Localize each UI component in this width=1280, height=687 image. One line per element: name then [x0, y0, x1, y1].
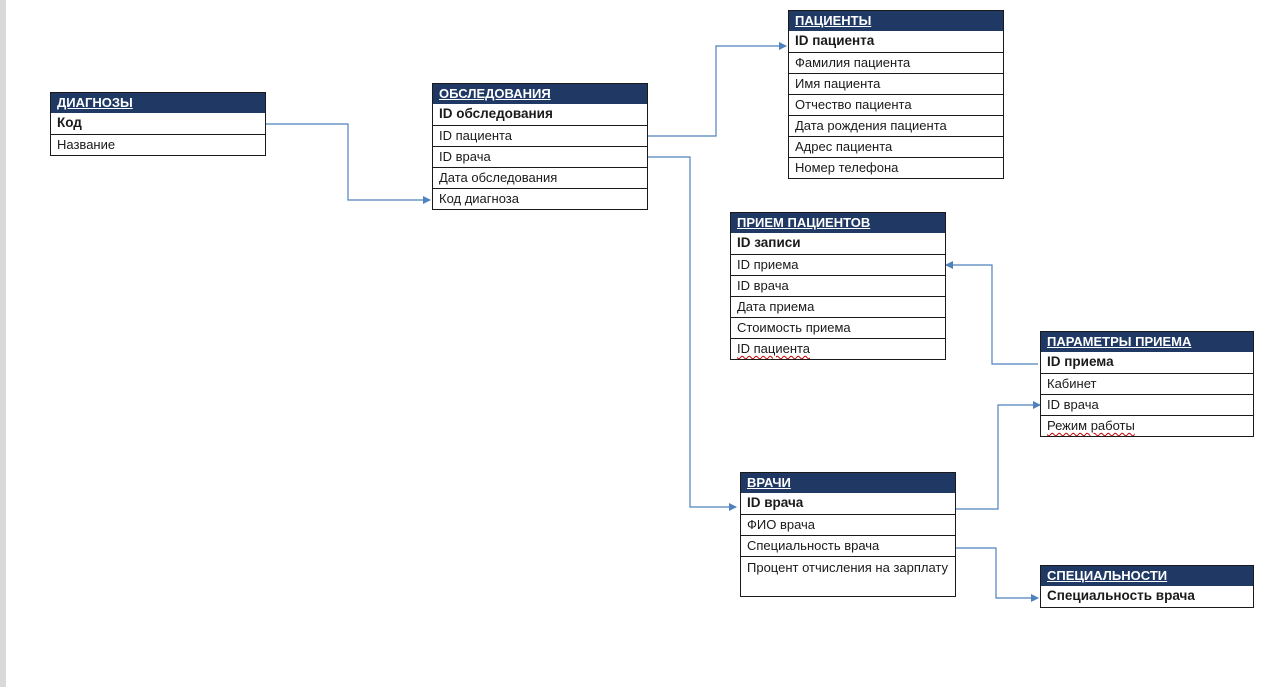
table-appointments-title: ПРИЕМ ПАЦИЕНТОВ: [731, 213, 945, 233]
link-exam-doctor-id: [648, 156, 737, 511]
field: Режим работы: [1041, 415, 1253, 436]
field-primary-key: ID пациента: [795, 33, 875, 48]
table-diagnoses-title: ДИАГНОЗЫ: [51, 93, 265, 113]
link-appointment-id: [945, 261, 1038, 365]
field: Код диагноза: [433, 188, 647, 209]
table-doctors-title: ВРАЧИ: [741, 473, 955, 493]
field: ID пациента: [731, 338, 945, 359]
field: ID врача: [731, 275, 945, 296]
spellcheck-underlined-text: Режим работы: [1047, 418, 1135, 433]
spellcheck-underlined-text: ID пациента: [737, 341, 811, 356]
field: Процент отчисления на зарплату: [741, 556, 955, 596]
field: Стоимость приема: [731, 317, 945, 338]
field-primary-key: ID обследования: [439, 106, 553, 121]
table-exams-title: ОБСЛЕДОВАНИЯ: [433, 84, 647, 104]
field: ФИО врача: [741, 514, 955, 535]
table-appointment-params: ПАРАМЕТРЫ ПРИЕМА ID приема Кабинет ID вр…: [1040, 331, 1254, 437]
field: Специальность врача: [741, 535, 955, 556]
field-primary-key: Специальность врача: [1047, 588, 1195, 603]
field: Адрес пациента: [789, 136, 1003, 157]
table-exams: ОБСЛЕДОВАНИЯ ID обследования ID пациента…: [432, 83, 648, 210]
field: Дата рождения пациента: [789, 115, 1003, 136]
field: Фамилия пациента: [789, 52, 1003, 73]
field-primary-key: ID записи: [737, 235, 801, 250]
link-patient-id: [648, 42, 787, 137]
table-appointment-params-title: ПАРАМЕТРЫ ПРИЕМА: [1041, 332, 1253, 352]
table-doctors: ВРАЧИ ID врача ФИО врача Специальность в…: [740, 472, 956, 597]
field: Дата приема: [731, 296, 945, 317]
table-appointments: ПРИЕМ ПАЦИЕНТОВ ID записи ID приема ID в…: [730, 212, 946, 360]
field: ID врача: [433, 146, 647, 167]
field: ID приема: [731, 254, 945, 275]
field: Имя пациента: [789, 73, 1003, 94]
link-specialty: [956, 547, 1039, 602]
field-primary-key: Код: [57, 115, 82, 130]
link-diagnosis-code: [266, 123, 431, 204]
field-primary-key: ID врача: [747, 495, 804, 510]
field: Дата обследования: [433, 167, 647, 188]
field: Номер телефона: [789, 157, 1003, 178]
field: Отчество пациента: [789, 94, 1003, 115]
page-edge: [0, 0, 6, 687]
table-diagnoses: ДИАГНОЗЫ Код Название: [50, 92, 266, 156]
field: Название: [51, 134, 265, 155]
table-patients-title: ПАЦИЕНТЫ: [789, 11, 1003, 31]
table-specialties-title: СПЕЦИАЛЬНОСТИ: [1041, 566, 1253, 586]
field: ID пациента: [433, 125, 647, 146]
link-params-doctor-id: [956, 401, 1041, 510]
field: ID врача: [1041, 394, 1253, 415]
table-patients: ПАЦИЕНТЫ ID пациента Фамилия пациента Им…: [788, 10, 1004, 179]
field: Кабинет: [1041, 373, 1253, 394]
field-primary-key: ID приема: [1047, 354, 1114, 369]
table-specialties: СПЕЦИАЛЬНОСТИ Специальность врача: [1040, 565, 1254, 608]
